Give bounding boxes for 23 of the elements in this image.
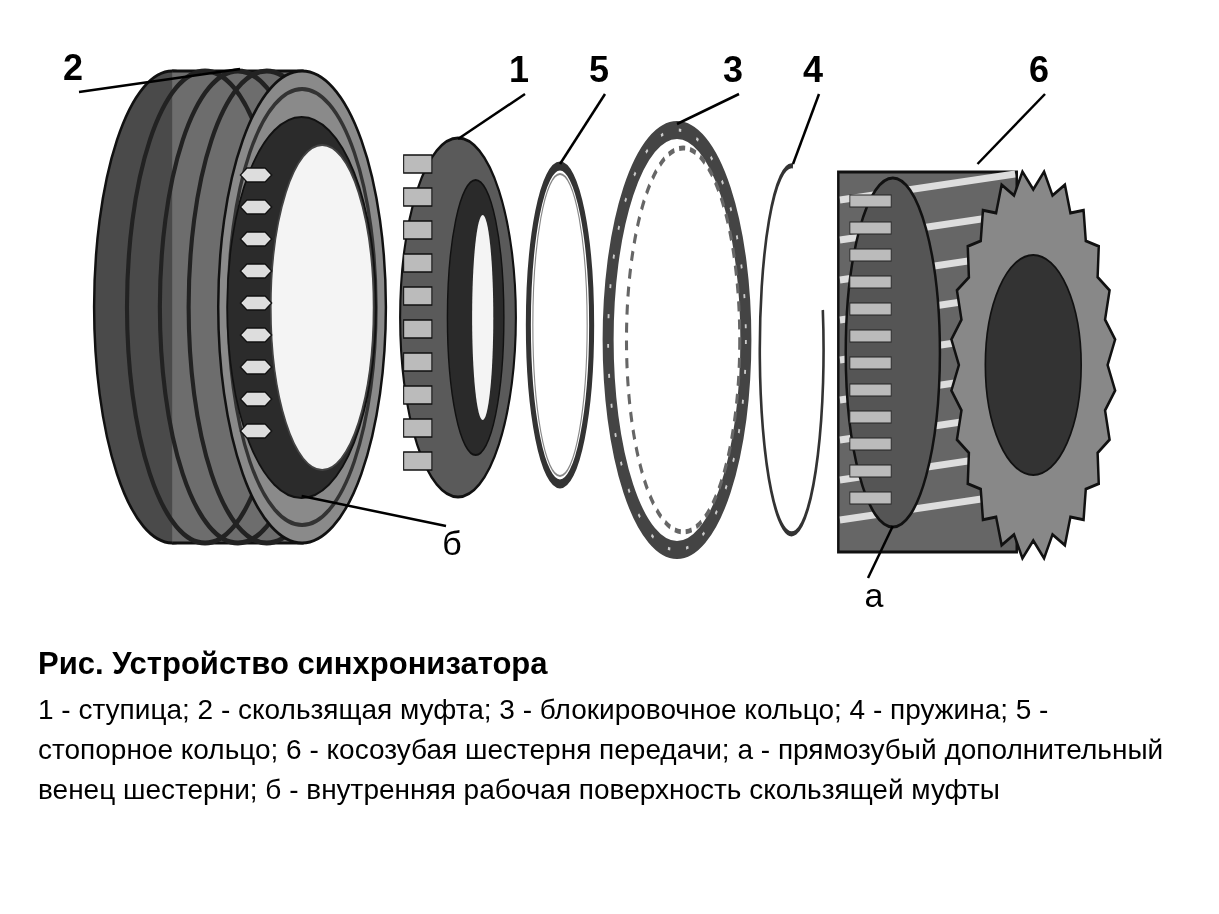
callout-letter: б [438,526,466,560]
callout-number: 1 [506,52,532,88]
figure-caption: 1 - ступица; 2 - скользящая муфта; 3 - блокировочное кольцо; 4 - пружина; 5 - стопорное кольцо; 6 - косозубая шестерня передачи; а - прямозубый дополнительный венец шестерни; б - внутренняя рабочая поверхность скользящей муфты [38,693,1165,807]
callout-number: 4 [800,52,826,88]
leader-line [676,92,740,126]
callout-letter: а [860,578,888,612]
callout-number: 3 [720,52,746,88]
leader-line [791,93,821,165]
retaining-ring-drawing [525,160,595,490]
hub-drawing [398,135,518,500]
leader-line [301,494,447,528]
blocking-ring-drawing [602,120,752,560]
callout-number: 5 [586,52,612,88]
callout-number: 2 [58,50,88,86]
leader-line [866,525,894,579]
figure-title: Рис. Устройство синхронизатора [38,646,548,682]
leader-line [457,92,526,141]
leader-line [78,67,241,94]
gear-crown-drawing [845,178,940,527]
leader-line [558,93,607,165]
leader-line [976,93,1046,165]
callout-number: 6 [1026,52,1052,88]
inner-surface-drawing [227,117,377,498]
